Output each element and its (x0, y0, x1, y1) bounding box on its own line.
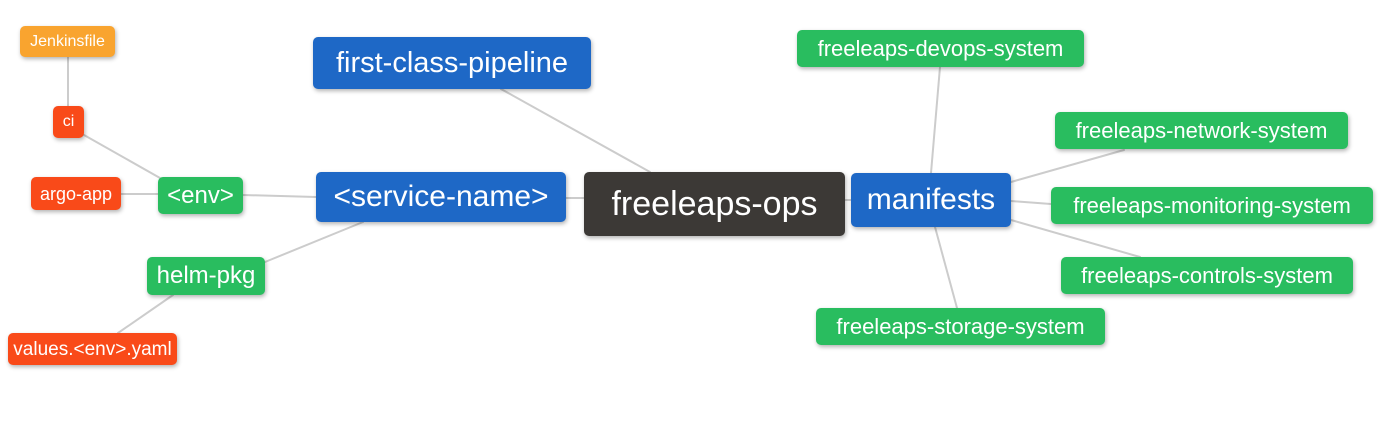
node-freeleaps-monitoring-system[interactable]: freeleaps-monitoring-system (1051, 187, 1373, 224)
edge-service-name--helm-pkg (264, 221, 364, 263)
edge-ci--env (83, 134, 161, 179)
node-freeleaps-network-system[interactable]: freeleaps-network-system (1055, 112, 1348, 149)
node-manifests[interactable]: manifests (851, 173, 1011, 227)
edge-manifests--freeleaps-monitoring-system (1010, 200, 1052, 205)
edge-manifests--freeleaps-network-system (1010, 149, 1125, 183)
node-helm-pkg[interactable]: helm-pkg (147, 257, 265, 295)
node-env[interactable]: <env> (158, 177, 243, 214)
node-service-name[interactable]: <service-name> (316, 172, 566, 222)
edge-manifests--freeleaps-devops-system (930, 66, 941, 174)
node-freeleaps-devops-system[interactable]: freeleaps-devops-system (797, 30, 1084, 67)
node-values-env-yaml[interactable]: values.<env>.yaml (8, 333, 177, 365)
edge-env--service-name (242, 194, 317, 198)
edge-manifests--freeleaps-controls-system (1010, 219, 1141, 258)
edge-first-class-pipeline--freeleaps-ops (500, 88, 651, 173)
edge-manifests--freeleaps-storage-system (934, 226, 958, 309)
node-ci[interactable]: ci (53, 106, 84, 138)
node-jenkinsfile[interactable]: Jenkinsfile (20, 26, 115, 57)
edge-helm-pkg--values-env-yaml (117, 294, 174, 334)
node-freeleaps-storage-system[interactable]: freeleaps-storage-system (816, 308, 1105, 345)
node-argo-app[interactable]: argo-app (31, 177, 121, 210)
node-first-class-pipeline[interactable]: first-class-pipeline (313, 37, 591, 89)
node-freeleaps-controls-system[interactable]: freeleaps-controls-system (1061, 257, 1353, 294)
node-freeleaps-ops[interactable]: freeleaps-ops (584, 172, 845, 236)
